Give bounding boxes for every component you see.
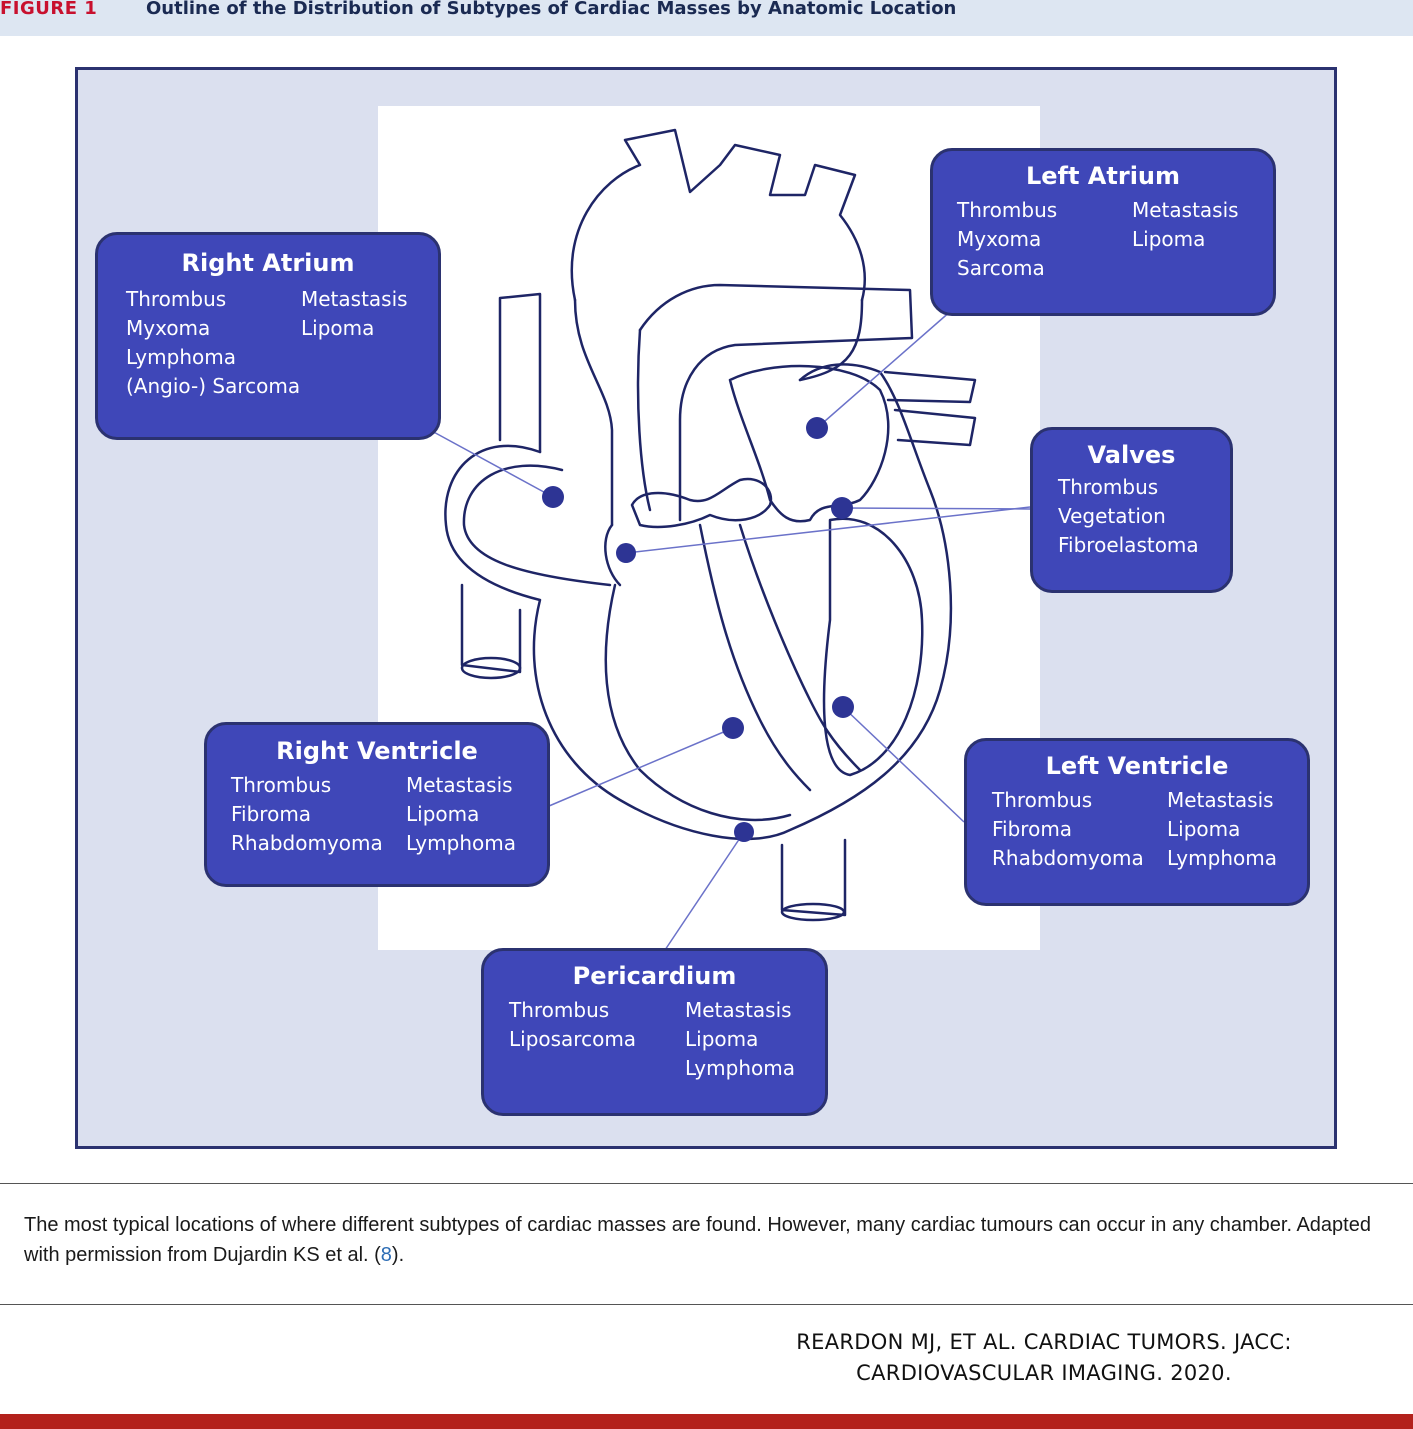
box-item: Myxoma bbox=[126, 314, 300, 343]
right-ventricle-wall bbox=[606, 585, 790, 820]
box-title: Right Atrium bbox=[98, 249, 438, 277]
right-atrium-wall bbox=[464, 466, 610, 585]
citation-line-2: CARDIOVASCULAR IMAGING. 2020. bbox=[740, 1358, 1348, 1389]
connector-valve-1 bbox=[626, 507, 1030, 553]
caption-text: The most typical locations of where diff… bbox=[24, 1214, 1371, 1266]
box-item: Metastasis bbox=[1167, 786, 1277, 815]
box-item: Thrombus bbox=[126, 285, 300, 314]
box-item: (Angio-) Sarcoma bbox=[126, 372, 300, 401]
box-item: Metastasis bbox=[685, 996, 795, 1025]
septum bbox=[700, 525, 810, 790]
box-left-ventricle: Left Ventricle Thrombus Fibroma Rhabdomy… bbox=[964, 738, 1310, 906]
box-valves: Valves Thrombus Vegetation Fibroelastoma bbox=[1030, 427, 1233, 593]
box-right-ventricle: Right Ventricle Thrombus Fibroma Rhabdom… bbox=[204, 722, 550, 887]
dot-right-atrium bbox=[542, 486, 564, 508]
connector-valve-2 bbox=[842, 508, 1030, 509]
caption-reference-link[interactable]: 8 bbox=[381, 1244, 392, 1266]
box-item: Fibroma bbox=[231, 800, 383, 829]
connector-pericardium bbox=[665, 832, 744, 950]
dot-tricuspid-valve bbox=[616, 543, 636, 563]
box-title: Valves bbox=[1033, 441, 1230, 469]
box-item: Thrombus bbox=[231, 771, 383, 800]
box-item: Thrombus bbox=[992, 786, 1144, 815]
box-item: Lipoma bbox=[301, 314, 408, 343]
box-item: Metastasis bbox=[1132, 196, 1239, 225]
box-item: Rhabdomyoma bbox=[231, 829, 383, 858]
dot-mitral-valve bbox=[831, 497, 853, 519]
box-right-atrium: Right Atrium Thrombus Myxoma Lymphoma (A… bbox=[95, 232, 441, 440]
citation-line-1: REARDON MJ, ET AL. CARDIAC TUMORS. JACC: bbox=[740, 1327, 1348, 1358]
dot-left-ventricle bbox=[832, 696, 854, 718]
box-item: Thrombus bbox=[957, 196, 1057, 225]
box-item: Sarcoma bbox=[957, 254, 1057, 283]
superior-vena-cava bbox=[500, 294, 540, 452]
box-item: Thrombus bbox=[509, 996, 636, 1025]
box-title: Right Ventricle bbox=[207, 737, 547, 765]
connector-right-ventricle bbox=[549, 728, 733, 806]
caption-rule-bottom bbox=[0, 1304, 1413, 1305]
left-atrium-wall bbox=[730, 366, 888, 521]
dot-left-atrium bbox=[806, 417, 828, 439]
box-item: Lipoma bbox=[685, 1025, 795, 1054]
aortic-arch bbox=[572, 130, 865, 300]
caption-text-end: ). bbox=[392, 1244, 404, 1266]
footer-bar bbox=[0, 1414, 1413, 1429]
box-item: Lipoma bbox=[1132, 225, 1239, 254]
box-item: Lymphoma bbox=[406, 829, 516, 858]
box-item: Fibroma bbox=[992, 815, 1144, 844]
box-title: Left Atrium bbox=[933, 162, 1273, 190]
box-item: Lymphoma bbox=[126, 343, 300, 372]
caption-rule-top bbox=[0, 1183, 1413, 1184]
box-item: Lymphoma bbox=[1167, 844, 1277, 873]
citation: REARDON MJ, ET AL. CARDIAC TUMORS. JACC:… bbox=[740, 1327, 1348, 1389]
box-item: Rhabdomyoma bbox=[992, 844, 1144, 873]
box-item: Lymphoma bbox=[685, 1054, 795, 1083]
aorta bbox=[575, 300, 612, 525]
box-item: Vegetation bbox=[1058, 502, 1199, 531]
box-item: Liposarcoma bbox=[509, 1025, 636, 1054]
box-pericardium: Pericardium Thrombus Liposarcoma Metasta… bbox=[481, 948, 828, 1116]
connector-right-atrium bbox=[430, 430, 553, 497]
box-item: Fibroelastoma bbox=[1058, 531, 1199, 560]
box-item: Lipoma bbox=[406, 800, 516, 829]
box-item: Myxoma bbox=[957, 225, 1057, 254]
box-title: Left Ventricle bbox=[967, 752, 1307, 780]
box-item: Metastasis bbox=[301, 285, 408, 314]
valve-outline bbox=[632, 479, 771, 527]
figure-caption: The most typical locations of where diff… bbox=[24, 1210, 1394, 1270]
dot-right-ventricle bbox=[722, 717, 744, 739]
box-item: Thrombus bbox=[1058, 473, 1199, 502]
dot-pericardium bbox=[734, 822, 754, 842]
box-item: Metastasis bbox=[406, 771, 516, 800]
box-left-atrium: Left Atrium Thrombus Myxoma Sarcoma Meta… bbox=[930, 148, 1276, 316]
box-item: Lipoma bbox=[1167, 815, 1277, 844]
box-title: Pericardium bbox=[484, 962, 825, 990]
